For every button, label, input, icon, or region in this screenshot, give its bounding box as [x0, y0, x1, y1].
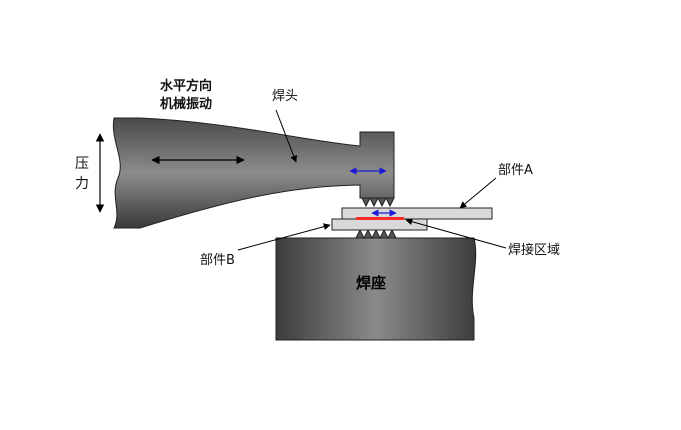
horn-label: 焊头 — [272, 89, 299, 104]
weld-zone — [356, 217, 404, 220]
horn-teeth — [361, 196, 395, 208]
vibration-label-line2: 机械振动 — [160, 97, 213, 112]
pressure-label: 压力 — [75, 156, 89, 192]
part-b-label: 部件B — [200, 253, 235, 268]
vibration-label-line1: 水平方向 — [160, 79, 213, 94]
part-b-plate — [331, 218, 428, 231]
anvil-teeth — [355, 228, 397, 240]
leader-weld-zone — [405, 218, 507, 249]
weld-zone-label: 焊接区域 — [508, 243, 561, 258]
leader-part-b — [237, 223, 331, 251]
leader-horn — [275, 109, 298, 163]
anvil-body — [275, 237, 477, 341]
anvil-label: 焊座 — [356, 274, 387, 292]
leader-part-a — [459, 177, 497, 209]
part-a-label: 部件A — [498, 163, 533, 178]
horn-body — [112, 117, 395, 229]
